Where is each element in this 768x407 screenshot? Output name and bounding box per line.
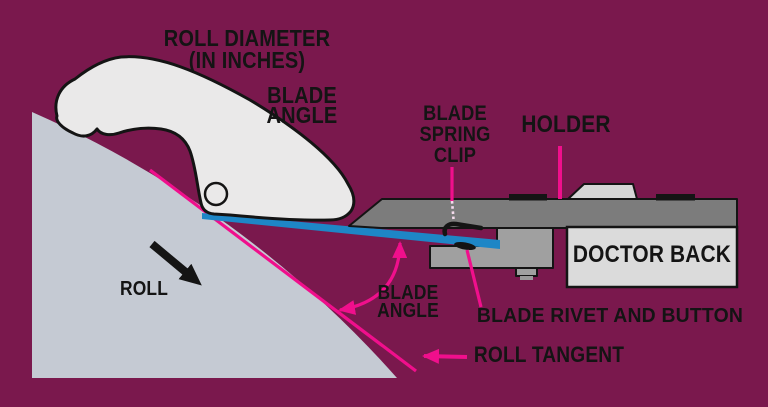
clamp-foot-tab <box>515 267 538 277</box>
roll-surface-shape <box>32 112 397 378</box>
label-roll: ROLL <box>120 279 168 299</box>
blade-rivet-shape <box>454 241 476 251</box>
roll-tangent-pointer-arrow <box>422 348 468 364</box>
label-line: ROLL <box>119 278 169 300</box>
holder-knob-shape <box>567 183 638 200</box>
doctor-blade-shape <box>202 213 500 249</box>
label-line: BLADE RIVET AND BUTTON <box>476 305 744 327</box>
label-line: HOLDER <box>521 111 611 138</box>
label-roll-diameter: ROLL DIAMETER (IN INCHES) <box>163 25 331 73</box>
label-line: BLADE <box>423 102 487 125</box>
label-line: CLIP <box>433 144 477 167</box>
label-line: BLADE <box>267 82 337 108</box>
gauge-pivot-hole <box>203 181 229 207</box>
roll-rotation-arrow <box>149 240 202 286</box>
doctor-back-shape <box>565 225 739 289</box>
label-line: DOCTOR BACK <box>572 241 732 268</box>
label-line: ROLL TANGENT <box>473 342 625 367</box>
label-blade-rivet-and-button: BLADE RIVET AND BUTTON <box>477 306 743 326</box>
holder-bolt-right <box>656 194 695 201</box>
label-roll-tangent: ROLL TANGENT <box>474 344 624 366</box>
label-blade-angle-lower: BLADE ANGLE <box>377 283 439 322</box>
roll-diameter-gauge-shape <box>54 55 356 222</box>
blade-spring-clip-shape <box>442 221 484 237</box>
holder-bolt-left <box>509 194 547 201</box>
label-holder: HOLDER <box>521 113 610 137</box>
label-line: (IN INCHES) <box>188 47 306 73</box>
label-line: ROLL DIAMETER <box>163 25 331 51</box>
label-doctor-back: DOCTOR BACK <box>573 243 731 267</box>
holder-bar-shape <box>348 198 738 229</box>
label-line: SPRING <box>419 123 491 146</box>
label-blade-spring-clip: BLADE SPRING CLIP <box>419 103 490 166</box>
leader-line-rivet <box>465 249 483 308</box>
label-line: ANGLE <box>377 300 439 322</box>
label-blade-angle-upper: BLADE ANGLE <box>266 82 338 128</box>
blade-angle-arc-arrow <box>338 241 408 315</box>
label-line: ANGLE <box>266 102 338 128</box>
clamp-foot-pad <box>520 276 533 280</box>
roll-tangent-line <box>149 168 417 373</box>
